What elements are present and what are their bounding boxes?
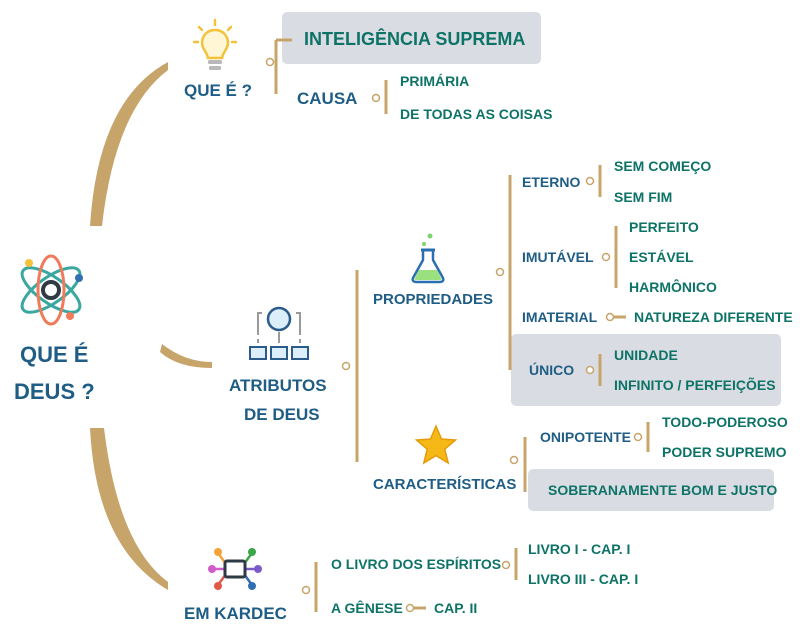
- leaf-inteligencia-suprema: INTELIGÊNCIA SUPREMA: [304, 29, 526, 49]
- node-onipotente: ONIPOTENTE: [540, 429, 632, 445]
- highlight-bom: [528, 469, 774, 511]
- node-caracteristicas: CARACTERÍSTICAS: [373, 476, 517, 493]
- leaf-todo-poderoso: TODO-PODEROSO: [662, 414, 788, 430]
- leaf-natureza-diferente: NATUREZA DIFERENTE: [634, 309, 793, 325]
- node-unico: ÚNICO: [529, 362, 575, 378]
- root-title-line1: QUE É: [20, 342, 89, 367]
- node-imutavel: IMUTÁVEL: [522, 249, 594, 265]
- node-a-genese: A GÊNESE: [331, 600, 403, 616]
- node-atributos-line1: ATRIBUTOS: [229, 376, 327, 395]
- hierarchy-icon: [249, 306, 309, 360]
- node-imaterial: IMATERIAL: [522, 309, 598, 325]
- node-em-kardec: EM KARDEC: [184, 604, 287, 623]
- lightbulb-icon: [193, 18, 237, 70]
- leaf-estavel: ESTÁVEL: [629, 249, 694, 265]
- network-icon: [208, 548, 262, 590]
- node-que-e: QUE É ?: [184, 81, 253, 100]
- leaf-unidade: UNIDADE: [614, 347, 678, 363]
- leaf-infinito-perfeicoes: INFINITO / PERFEIÇÕES: [614, 377, 776, 393]
- node-livro-espiritos: O LIVRO DOS ESPÍRITOS: [331, 556, 502, 572]
- leaf-livro-i: LIVRO I - CAP. I: [528, 541, 631, 557]
- star-icon: [414, 424, 458, 465]
- leaf-cap-ii: CAP. II: [434, 600, 478, 616]
- leaf-poder-supremo: PODER SUPREMO: [662, 444, 787, 460]
- leaf-livro-iii: LIVRO III - CAP. I: [528, 571, 639, 587]
- root-title-line2: DEUS ?: [14, 379, 95, 404]
- highlight-unico: [511, 334, 781, 406]
- node-causa: CAUSA: [297, 89, 358, 108]
- atom-icon: [20, 254, 83, 326]
- leaf-primaria: PRIMÁRIA: [400, 73, 470, 89]
- leaf-sem-fim: SEM FIM: [614, 189, 673, 205]
- highlight-suprema: [282, 12, 541, 64]
- leaf-sem-comeco: SEM COMEÇO: [614, 158, 712, 174]
- node-atributos-line2: DE DEUS: [244, 405, 320, 424]
- leaf-harmonico: HARMÔNICO: [629, 279, 717, 295]
- leaf-perfeito: PERFEITO: [629, 219, 699, 235]
- leaf-soberanamente-bom: SOBERANAMENTE BOM E JUSTO: [548, 482, 778, 498]
- flask-icon: [411, 233, 445, 284]
- node-propriedades: PROPRIEDADES: [373, 291, 494, 308]
- node-eterno: ETERNO: [522, 174, 581, 190]
- leaf-todas-coisas: DE TODAS AS COISAS: [400, 106, 553, 122]
